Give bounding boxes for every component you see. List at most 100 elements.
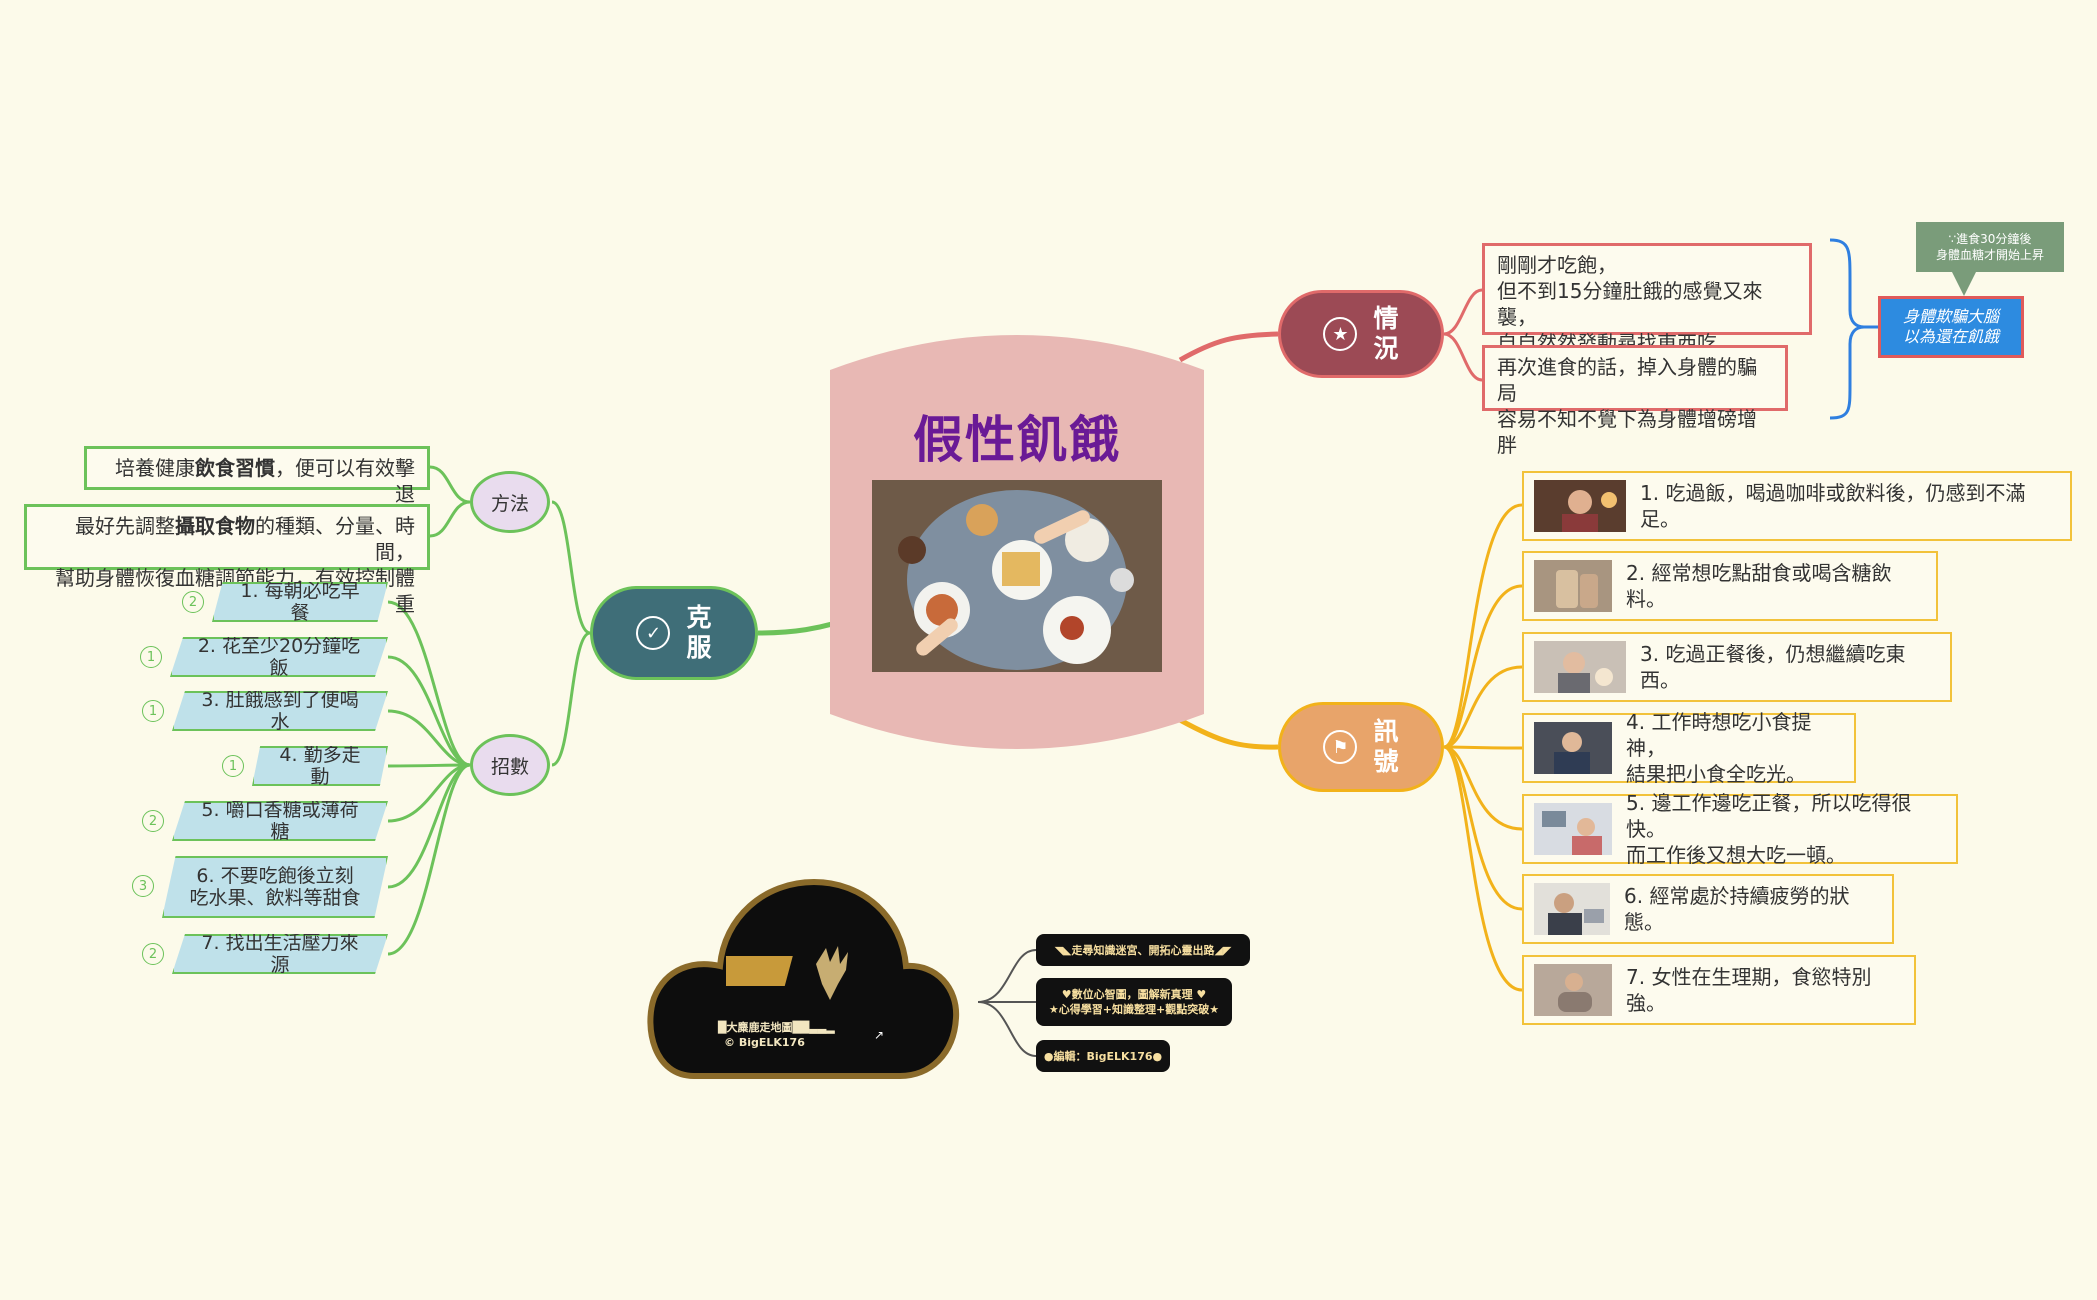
tips-label: 招數 — [490, 755, 529, 778]
tip-5-text: 5. 嚼口香糖或薄荷糖 — [201, 799, 359, 843]
summary-box[interactable]: 身體欺騙大腦以為還在飢餓 — [1878, 296, 2024, 358]
tip-6-text-line-1: 6. 不要吃飽後立刻 — [196, 865, 354, 887]
signal-photo-1 — [1534, 480, 1626, 532]
situation-label-2: 況 — [1373, 334, 1399, 363]
tip-6-badge: 3 — [132, 875, 154, 897]
method-box-1-pre: 培養健康 — [115, 456, 195, 480]
situation-box-1-line-1: 剛剛才吃飽， — [1497, 253, 1617, 277]
method-box-1-post: ，便可以有效擊退 — [275, 456, 415, 506]
situation-box-1-line-2: 但不到15分鐘肚餓的感覺又來襲， — [1497, 279, 1763, 329]
signal-item-2[interactable]: 2. 經常想吃點甜食或喝含糖飲料。 — [1522, 551, 1938, 621]
tip-7-text: 7. 找出生活壓力來源 — [201, 932, 359, 976]
cloud-shape — [647, 878, 960, 1079]
signal-photo-2 — [1534, 560, 1612, 612]
flag-icon: ⚑ — [1323, 730, 1358, 764]
signal-5-text-line-1: 5. 邊工作邊吃正餐，所以吃得很快。 — [1626, 791, 1912, 841]
situation-box-2[interactable]: 再次進食的話，掉入身體的騙局 容易不知不覺下為身體增磅增胖 — [1482, 345, 1788, 457]
signals-node[interactable]: ⚑ 訊號 — [1278, 702, 1444, 792]
situation-box-2-line-2: 容易不知不覺下為身體增磅增胖 — [1497, 407, 1757, 457]
signal-item-1[interactable]: 1. 吃過飯，喝過咖啡或飲料後，仍感到不滿足。 — [1522, 471, 2072, 541]
cloud-text: █大麋鹿走地圖██▃▃▂ © BigELK176 — [718, 1020, 898, 1050]
tip-6-text-line-2: 吃水果、飲料等甜食 — [189, 887, 361, 909]
tip-item-4[interactable]: 4. 勤多走動 — [252, 746, 388, 786]
method-box-1[interactable]: 培養健康飲食習慣，便可以有效擊退 — [84, 446, 430, 506]
overcome-node[interactable]: ✓ 克服 — [590, 586, 758, 680]
cloud-line-2: © BigELK176 — [724, 1036, 805, 1049]
method-box-2-bold: 攝取食物 — [175, 514, 255, 538]
signal-7-text: 7. 女性在生理期，食慾特別強。 — [1626, 965, 1872, 1015]
signal-photo-4 — [1534, 722, 1612, 774]
brand-tag-1[interactable]: ◥◣走尋知識迷宮、開拓心靈出路◢◤ — [1036, 934, 1250, 966]
tip-2-badge: 1 — [140, 646, 162, 668]
signal-photo-3 — [1534, 641, 1626, 693]
overcome-label-2: 服 — [686, 633, 712, 662]
signal-photo-5 — [1534, 803, 1612, 855]
method-label: 方法 — [490, 492, 529, 515]
tips-node[interactable]: 招數 — [470, 734, 550, 796]
tip-item-3[interactable]: 3. 肚餓感到了便喝水 — [172, 691, 388, 731]
signal-item-6[interactable]: 6. 經常處於持續疲勞的狀態。 — [1522, 874, 1894, 944]
tip-4-badge: 1 — [222, 755, 244, 777]
signal-item-4[interactable]: 4. 工作時想吃小食提神，結果把小食全吃光。 — [1522, 710, 1856, 786]
situation-label-1: 情 — [1373, 304, 1399, 333]
tip-1-text: 1. 每朝必吃早餐 — [240, 580, 360, 624]
signal-photo-6 — [1534, 883, 1610, 935]
cloud-line-1: █大麋鹿走地圖██▃▃▂ — [718, 1021, 835, 1034]
tip-item-2[interactable]: 2. 花至少20分鐘吃飯 — [170, 637, 388, 677]
callout-line-2: 身體血糖才開始上昇 — [1935, 248, 2044, 262]
signal-item-5[interactable]: 5. 邊工作邊吃正餐，所以吃得很快。而工作後又想大吃一頓。 — [1522, 791, 1958, 867]
summary-line-1: 身體欺騙大腦 — [1902, 307, 1999, 326]
signal-3-text: 3. 吃過正餐後，仍想繼續吃東西。 — [1640, 642, 1906, 692]
method-box-1-bold: 飲食習慣 — [195, 456, 275, 480]
brand-tag-2-line-2: ★心得學習+知識整理+觀點突破★ — [1048, 1003, 1220, 1016]
callout-line-1: ∵進食30分鐘後 — [1948, 232, 2032, 246]
central-title: 假性飢餓 — [913, 411, 1121, 469]
brand-cloud[interactable]: █大麋鹿走地圖██▃▃▂ © BigELK176 ↗ — [644, 878, 962, 1080]
method-box-2-post: 的種類、分量、時間， — [255, 514, 415, 564]
star-icon: ★ — [1323, 317, 1358, 351]
tip-1-badge: 2 — [182, 591, 204, 613]
signals-label-1: 訊 — [1373, 717, 1399, 746]
tip-item-5[interactable]: 5. 嚼口香糖或薄荷糖 — [172, 801, 388, 841]
blood-sugar-callout[interactable]: ∵進食30分鐘後身體血糖才開始上昇 — [1916, 222, 2064, 272]
signals-label-2: 號 — [1373, 747, 1399, 776]
tip-7-badge: 2 — [142, 943, 164, 965]
signal-photo-7 — [1534, 964, 1612, 1016]
tip-4-text: 4. 勤多走動 — [279, 744, 361, 788]
external-link-icon[interactable]: ↗ — [874, 1028, 885, 1042]
situation-box-1[interactable]: 剛剛才吃飽， 但不到15分鐘肚餓的感覺又來襲， 自自然然發動尋找東西吃 — [1482, 243, 1812, 355]
brand-logo-icon — [714, 944, 848, 1000]
tip-2-text: 2. 花至少20分鐘吃飯 — [197, 635, 361, 679]
brand-tag-1-text: ◥◣走尋知識迷宮、開拓心靈出路◢◤ — [1054, 943, 1232, 957]
overcome-label-1: 克 — [686, 603, 712, 632]
signal-5-text-line-2: 而工作後又想大吃一頓。 — [1626, 843, 1846, 867]
method-box-2[interactable]: 最好先調整攝取食物的種類、分量、時間， 幫助身體恢復血糖調節能力，有效控制體重 — [24, 504, 430, 616]
signal-item-3[interactable]: 3. 吃過正餐後，仍想繼續吃東西。 — [1522, 632, 1952, 702]
tip-item-7[interactable]: 7. 找出生活壓力來源 — [172, 934, 388, 974]
tip-item-1[interactable]: 1. 每朝必吃早餐 — [212, 582, 388, 622]
brand-tag-2[interactable]: ♥數位心智圖，圖解新真理 ♥ ★心得學習+知識整理+觀點突破★ — [1036, 978, 1232, 1026]
tip-5-badge: 2 — [142, 810, 164, 832]
signal-4-text-line-2: 結果把小食全吃光。 — [1626, 762, 1806, 786]
brand-tag-3-text: ●編輯：BigELK176● — [1043, 1049, 1163, 1063]
signal-2-text: 2. 經常想吃點甜食或喝含糖飲料。 — [1626, 561, 1892, 611]
tip-3-badge: 1 — [142, 700, 164, 722]
situation-node[interactable]: ★ 情況 — [1278, 290, 1444, 378]
method-box-2-pre: 最好先調整 — [75, 514, 175, 538]
summary-line-2: 以為還在飢餓 — [1902, 327, 1999, 346]
situation-box-2-line-1: 再次進食的話，掉入身體的騙局 — [1497, 355, 1757, 405]
signal-item-7[interactable]: 7. 女性在生理期，食慾特別強。 — [1522, 955, 1916, 1025]
tip-item-6[interactable]: 6. 不要吃飽後立刻吃水果、飲料等甜食 — [162, 856, 388, 918]
method-node[interactable]: 方法 — [470, 471, 550, 533]
tip-3-text: 3. 肚餓感到了便喝水 — [201, 689, 359, 733]
photo-illustration — [872, 480, 1162, 672]
central-topic[interactable]: 假性飢餓 — [830, 330, 1204, 754]
check-icon: ✓ — [636, 616, 671, 650]
brand-tag-2-line-1: ♥數位心智圖，圖解新真理 ♥ — [1061, 988, 1207, 1001]
signal-6-text: 6. 經常處於持續疲勞的狀態。 — [1624, 884, 1850, 934]
signal-4-text-line-1: 4. 工作時想吃小食提神， — [1626, 710, 1812, 760]
brand-tag-3[interactable]: ●編輯：BigELK176● — [1036, 1040, 1170, 1072]
signal-1-text: 1. 吃過飯，喝過咖啡或飲料後，仍感到不滿足。 — [1640, 481, 2026, 531]
